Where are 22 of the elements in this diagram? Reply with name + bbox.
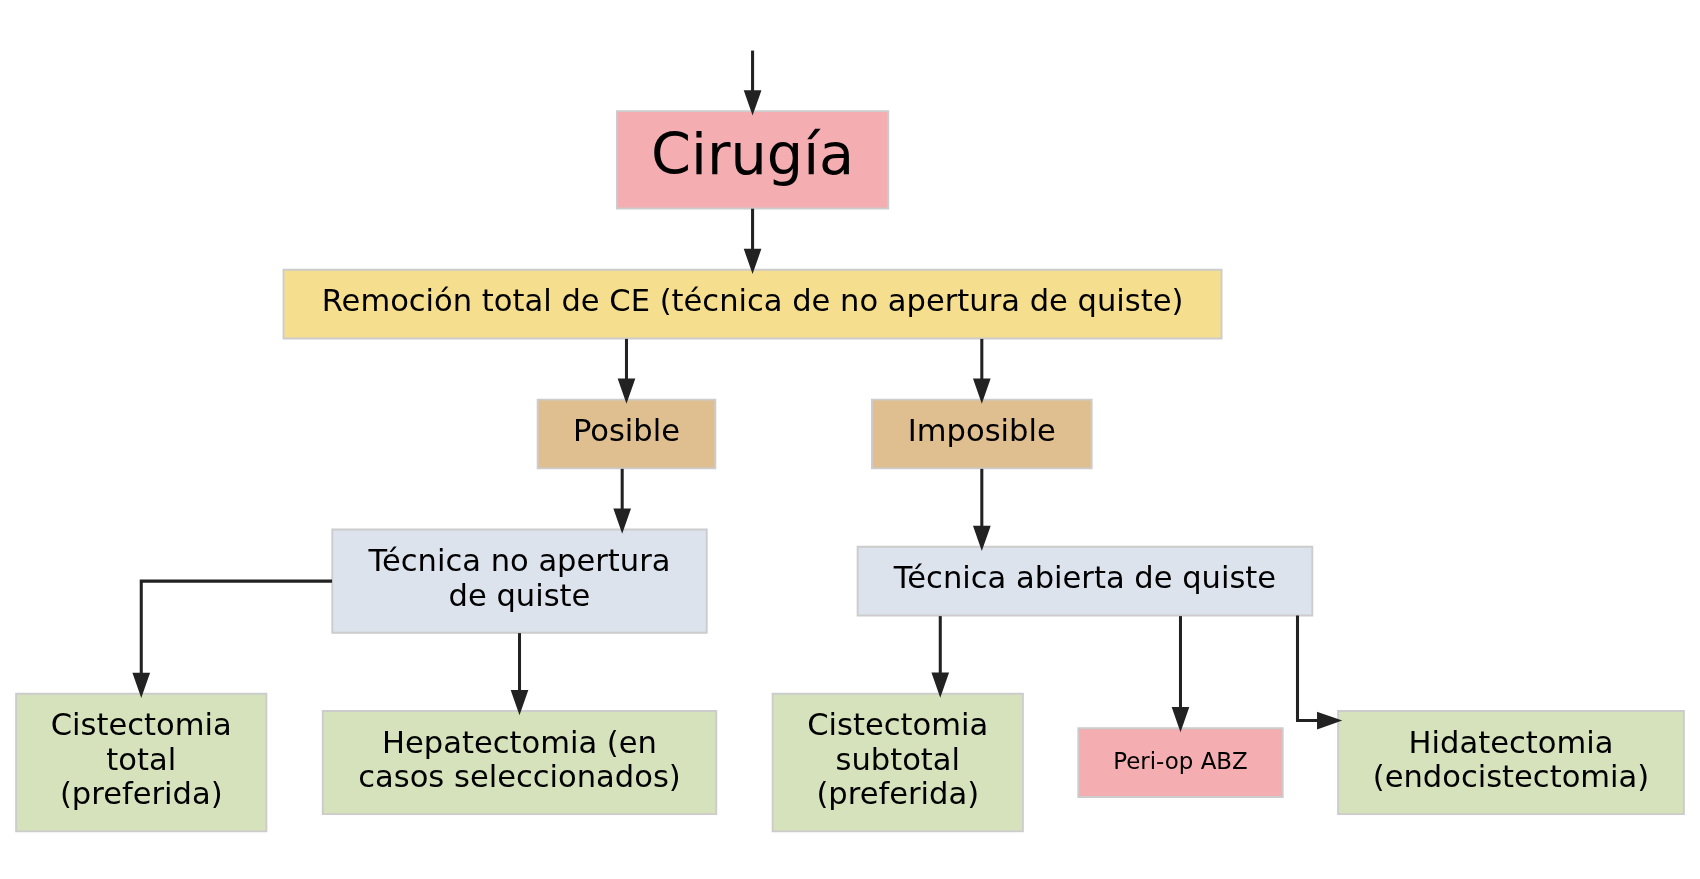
arrow [1295,615,1343,729]
node-box: Hidatectomia (endocistectomia) [1337,709,1685,815]
arrow [743,208,762,274]
node-box: Hepatectomia (en casos seleccionados) [321,709,718,815]
arrow [617,338,636,404]
arrow [510,632,529,715]
node-box: Imposible [871,398,1093,469]
node-box: Peri-op ABZ [1077,726,1284,798]
arrow [743,50,762,116]
arrow [1171,615,1190,732]
node-box: Posible [536,398,717,469]
node-box: Cistectomia subtotal (preferida) [771,692,1024,832]
arrow [132,579,333,698]
arrow [972,468,991,551]
arrow [931,615,950,698]
node-box: Técnica abierta de quiste [856,545,1314,616]
arrow [972,338,991,404]
node-box: Cirugía [615,109,890,210]
node-box: Cistectomia total (preferida) [15,692,268,832]
arrow [613,468,632,534]
node-box: Técnica no apertura de quiste [331,528,708,634]
node-box: Remoción total de CE (técnica de no apertura de quiste) [282,268,1223,339]
